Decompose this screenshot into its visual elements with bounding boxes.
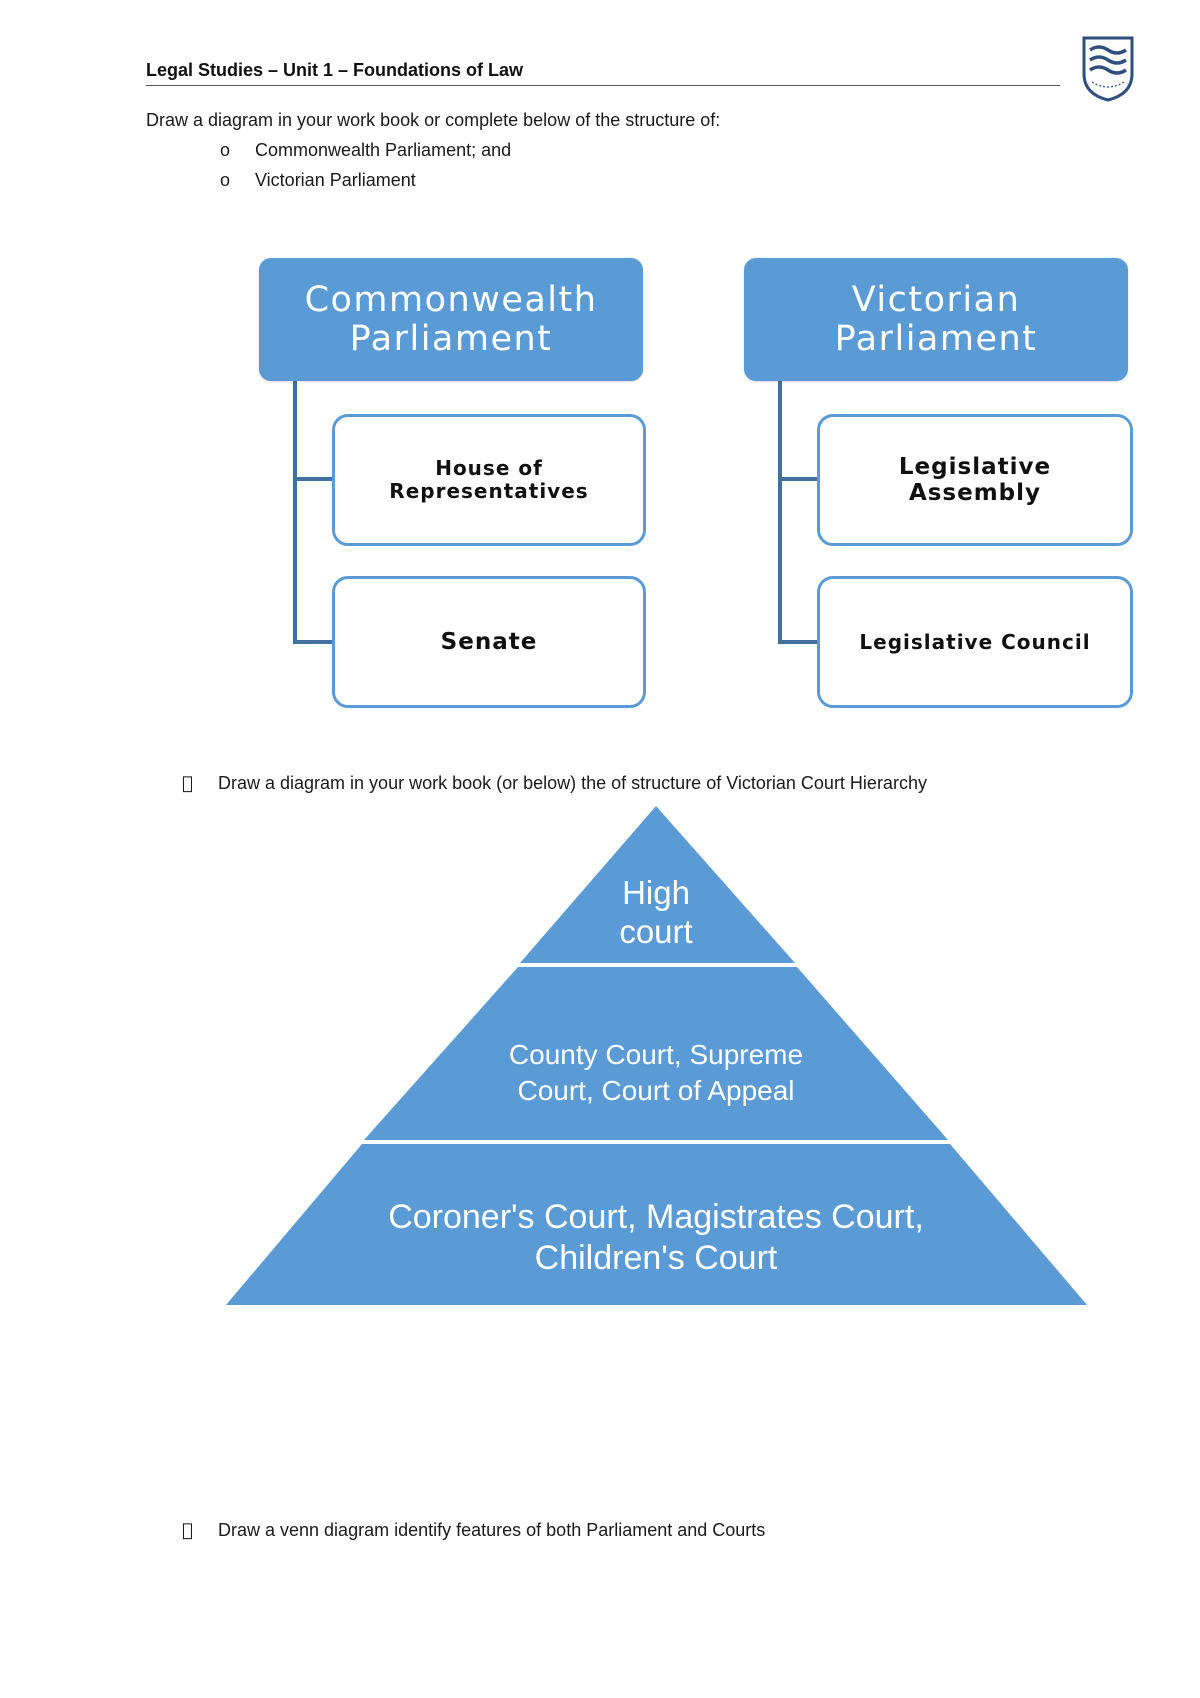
box-title-line: Parliament <box>349 318 553 359</box>
commonwealth-parliament-box: Commonwealth Parliament <box>259 258 643 381</box>
tier-label-line: Court, Court of Appeal <box>517 1075 795 1106</box>
bullet-marker:  <box>182 1520 193 1541</box>
list-item-victorian: Victorian Parliament <box>255 170 416 190</box>
connector-line <box>778 477 818 481</box>
box-title-line: Parliament <box>834 318 1038 359</box>
venn-diagram-instruction: Draw a venn diagram identify features of… <box>218 1520 766 1540</box>
intro-instruction: Draw a diagram in your work book or comp… <box>146 110 721 130</box>
box-label-line: Legislative <box>898 454 1052 480</box>
tier-label-line: County Court, Supreme <box>508 1039 804 1070</box>
tier-label-line: court <box>619 913 693 950</box>
tier-label-line: High <box>622 874 690 911</box>
box-label-line: House of <box>435 456 543 480</box>
sub-bullet-marker: o <box>220 140 231 160</box>
pyramid-label-superior-courts: County Court, Supreme Court, Court of Ap… <box>466 1037 846 1109</box>
box-label-line: Legislative Council <box>859 630 1091 654</box>
box-title-line: Commonwealth <box>304 279 598 320</box>
connector-line <box>293 477 333 481</box>
school-crest-icon <box>1082 36 1134 102</box>
pyramid-tier-lower-courts <box>226 1144 1087 1305</box>
bullet-marker:  <box>182 773 193 794</box>
house-of-representatives-box: House of Representatives <box>332 414 646 546</box>
box-label-line: Assembly <box>908 480 1042 506</box>
tier-label-line: Children's Court <box>534 1239 778 1277</box>
connector-line <box>293 381 297 644</box>
court-hierarchy-instruction: Draw a diagram in your work book (or bel… <box>218 773 927 793</box>
victorian-parliament-box: Victorian Parliament <box>744 258 1128 381</box>
pyramid-label-high-court: High court <box>556 873 756 951</box>
box-title-line: Victorian <box>851 279 1021 320</box>
pyramid-label-lower-courts: Coroner's Court, Magistrates Court, Chil… <box>346 1197 966 1279</box>
pyramid-tier-superior-courts <box>364 967 948 1140</box>
legislative-council-box: Legislative Council <box>817 576 1133 708</box>
document-header-title: Legal Studies – Unit 1 – Foundations of … <box>146 60 524 80</box>
legislative-assembly-box: Legislative Assembly <box>817 414 1133 546</box>
pyramid-tier-high-court <box>520 806 795 963</box>
connector-line <box>778 381 782 644</box>
connector-line <box>293 640 333 644</box>
box-label-line: Senate <box>440 629 538 655</box>
header-divider <box>146 85 1060 86</box>
connector-line <box>778 640 818 644</box>
box-label-line: Representatives <box>389 479 589 503</box>
list-item-commonwealth: Commonwealth Parliament; and <box>255 140 512 160</box>
sub-bullet-marker: o <box>220 170 231 190</box>
senate-box: Senate <box>332 576 646 708</box>
tier-label-line: Coroner's Court, Magistrates Court, <box>388 1198 924 1236</box>
